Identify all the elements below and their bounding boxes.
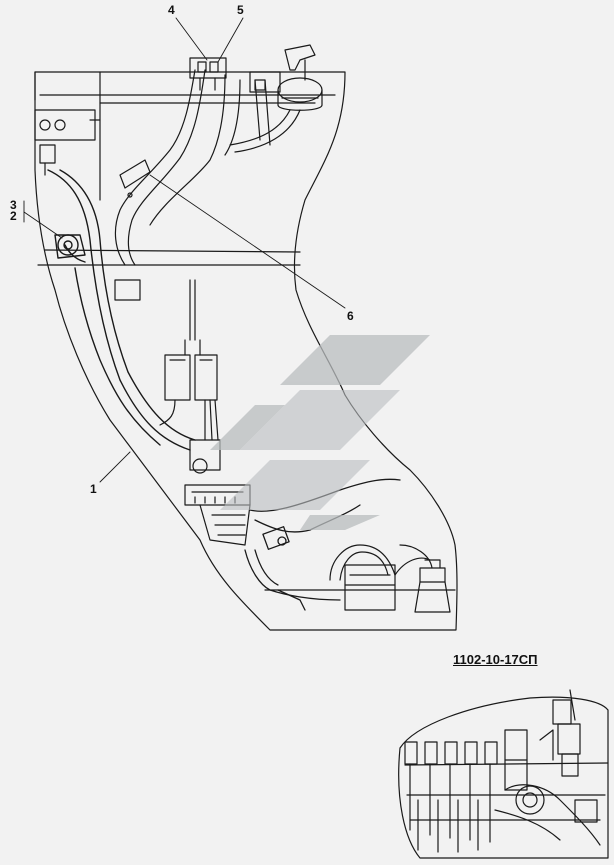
callout-5: 5: [237, 3, 244, 17]
document-number: 1102-10-17СП: [453, 652, 538, 667]
left-harness: [47, 169, 196, 451]
bottom-right-connectors: [264, 544, 456, 613]
relay-block: [249, 71, 281, 93]
callout-6: 6: [347, 309, 354, 323]
upper-harness: [114, 69, 301, 266]
watermark-logo: [210, 335, 430, 530]
left-bracket: [34, 109, 101, 176]
harness-clip: [119, 159, 151, 198]
top-connector: [189, 57, 227, 91]
detail-view: [398, 689, 609, 859]
middle-components: [114, 279, 219, 441]
leader-lines: [23, 17, 346, 483]
callout-1: 1: [90, 482, 97, 496]
round-connector-top: [277, 44, 323, 111]
callout-2: 2: [10, 209, 17, 223]
body-outline: [34, 71, 458, 631]
callout-3: 3: [10, 198, 17, 212]
callout-4: 4: [168, 3, 175, 17]
